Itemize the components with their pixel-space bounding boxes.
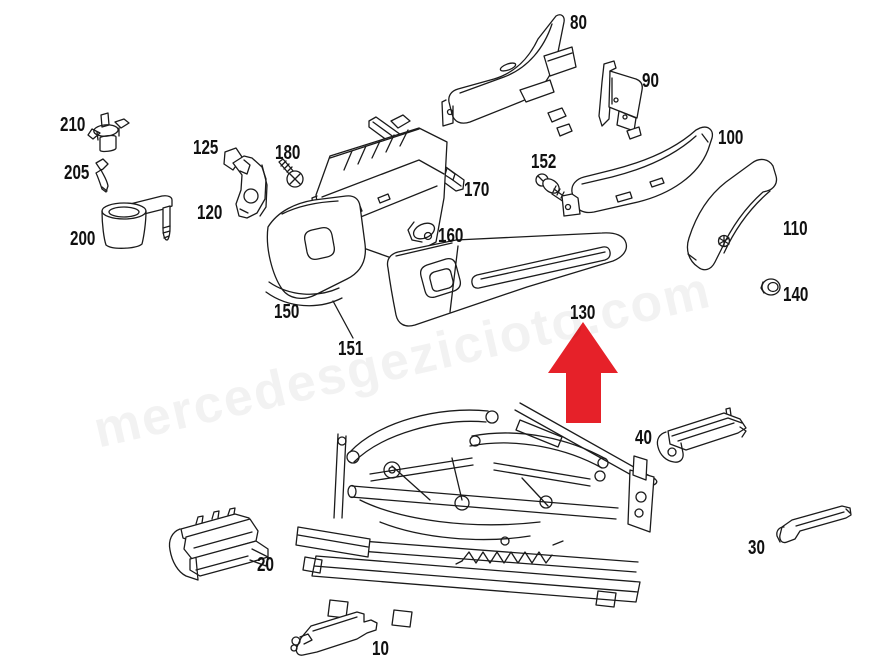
part-120-drawing xyxy=(232,155,268,219)
part-80-drawing xyxy=(441,14,577,127)
part-label-100: 100 xyxy=(718,127,744,149)
part-label-150: 150 xyxy=(274,301,300,323)
part-label-152: 152 xyxy=(531,151,557,173)
small-clips-drawing xyxy=(547,107,573,137)
part-label-200: 200 xyxy=(70,228,96,250)
part-20-drawing xyxy=(168,507,269,581)
part-180-drawing xyxy=(278,158,304,188)
part-label-205: 205 xyxy=(64,162,90,184)
part-110-drawing xyxy=(686,158,778,271)
part-10-drawing xyxy=(290,611,378,656)
part-label-140: 140 xyxy=(783,284,809,306)
part-label-90: 90 xyxy=(642,70,659,92)
part-label-30: 30 xyxy=(748,537,765,559)
part-label-130: 130 xyxy=(570,302,596,324)
part-200-drawing xyxy=(101,195,173,249)
part-150-drawing xyxy=(265,195,367,307)
part-label-210: 210 xyxy=(60,114,86,136)
part-152-drawing xyxy=(535,173,570,204)
part-130-drawing xyxy=(386,232,628,327)
part-40-drawing xyxy=(656,407,747,463)
highlight-arrow xyxy=(548,322,618,423)
part-100-drawing xyxy=(561,126,714,217)
part-label-151: 151 xyxy=(338,338,364,360)
part-label-40: 40 xyxy=(635,427,652,449)
part-label-180: 180 xyxy=(275,142,301,164)
part-205-drawing xyxy=(95,158,109,193)
leader-line-151 xyxy=(332,300,354,339)
part-30-drawing xyxy=(776,505,852,544)
part-label-80: 80 xyxy=(570,12,587,34)
seat-frame-assembly-drawing xyxy=(295,402,658,628)
part-label-110: 110 xyxy=(783,218,808,240)
part-210-drawing xyxy=(87,112,130,153)
part-label-120: 120 xyxy=(197,202,223,224)
part-label-160: 160 xyxy=(438,225,464,247)
highlight-arrow-shape xyxy=(548,322,618,423)
part-label-170: 170 xyxy=(464,179,490,201)
part-140-drawing xyxy=(760,278,781,296)
part-90-drawing xyxy=(598,60,643,140)
part-label-125: 125 xyxy=(193,137,219,159)
part-label-20: 20 xyxy=(257,554,274,576)
part-label-10: 10 xyxy=(372,638,389,660)
